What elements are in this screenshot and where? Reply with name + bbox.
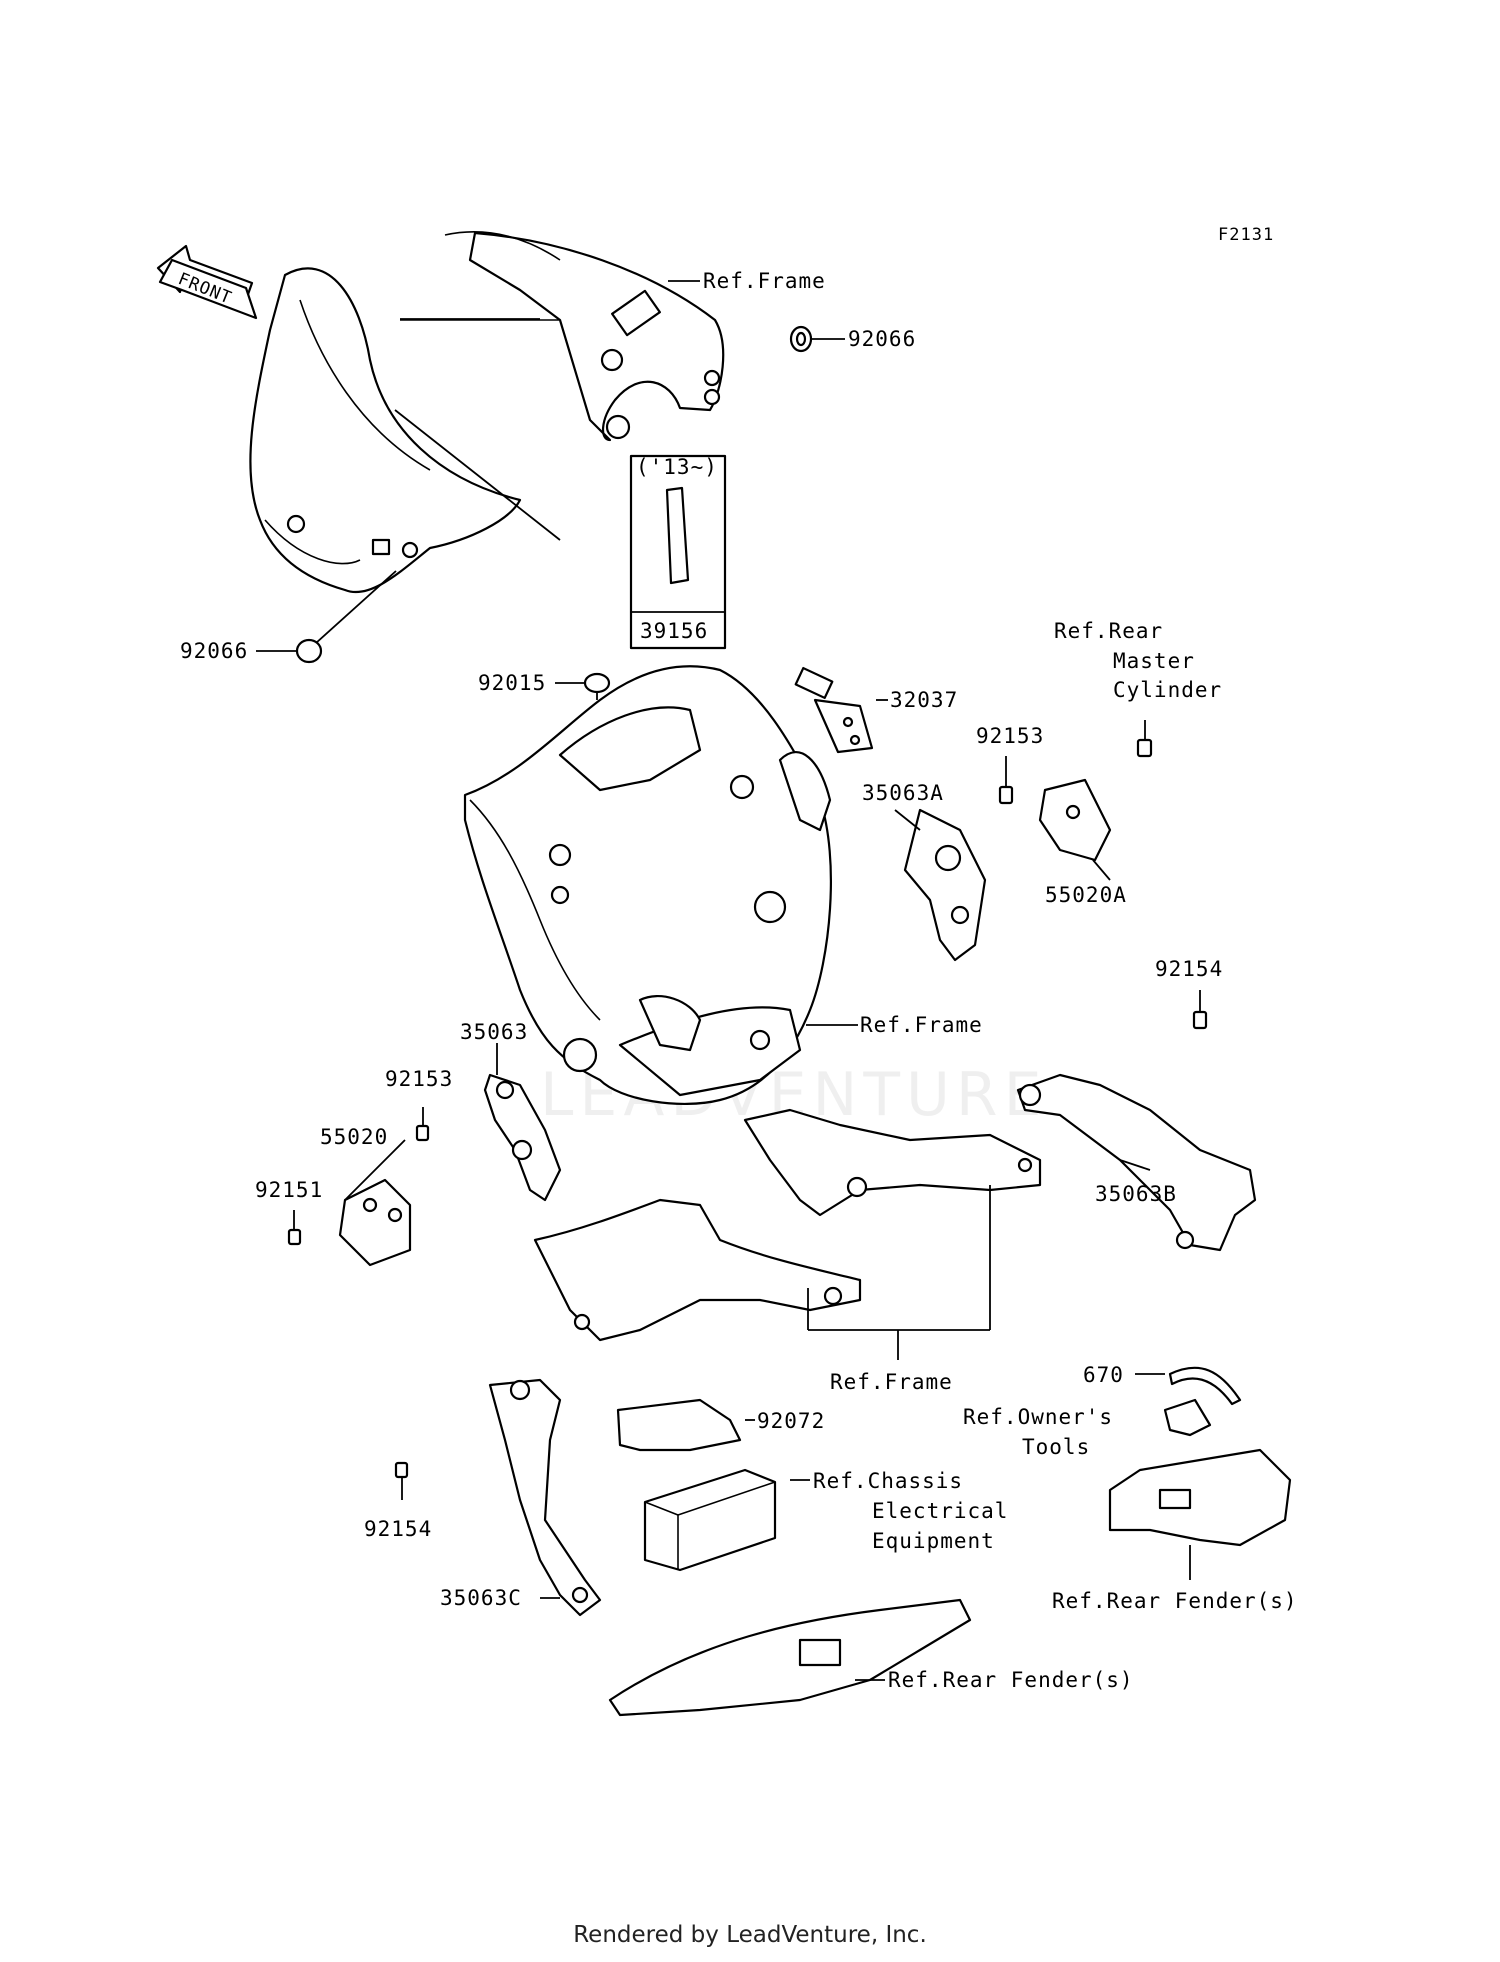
front-arrow-icon: FRONT <box>156 244 258 320</box>
label-92066-left: 92066 <box>180 639 248 663</box>
plate-55020A <box>1038 778 1112 862</box>
lower-frame-drawing <box>533 1198 862 1342</box>
label-ref-rear-master-3: Cylinder <box>1113 678 1222 702</box>
label-ref-rear-master-2: Master <box>1113 649 1195 673</box>
label-92154-left: 92154 <box>364 1517 432 1541</box>
grommet-92066-left <box>295 638 323 664</box>
label-92153-right: 92153 <box>976 724 1044 748</box>
label-ref-chassis-2: Electrical <box>872 1499 1008 1523</box>
bracket-32037 <box>794 666 874 754</box>
plate-55020 <box>338 1178 412 1267</box>
label-92153-left: 92153 <box>385 1067 453 1091</box>
label-55020A: 55020A <box>1045 883 1127 907</box>
leader-lines <box>256 280 1201 1681</box>
bracket-35063B <box>1016 1073 1257 1252</box>
center-frame-piece <box>743 1108 1042 1217</box>
bracket-35063C <box>488 1378 602 1617</box>
front-fairing-drawing <box>249 267 522 594</box>
bolt-92154-right <box>1192 1010 1208 1030</box>
rear-fender-right <box>1108 1448 1292 1547</box>
bolt-92154-left <box>394 1461 409 1479</box>
label-ref-frame-top: Ref.Frame <box>703 269 826 293</box>
bolt-cylinder-top <box>1136 738 1153 758</box>
label-92154-right: 92154 <box>1155 957 1223 981</box>
label-39156: 39156 <box>640 619 708 643</box>
footer-credit: Rendered by LeadVenture, Inc. <box>573 1922 927 1948</box>
label-ref-rear-master-1: Ref.Rear <box>1054 619 1163 643</box>
label-92072: 92072 <box>757 1409 825 1433</box>
label-32037: 32037 <box>890 688 958 712</box>
bracket-35063A <box>903 808 987 962</box>
label-35063B: 35063B <box>1095 1182 1177 1206</box>
cover-92072 <box>616 1398 742 1452</box>
label-35063C: 35063C <box>440 1586 522 1610</box>
diagram-code: F2131 <box>1218 225 1274 245</box>
main-frame-drawing <box>463 665 832 1106</box>
label-ref-owners-2: Tools <box>1022 1435 1090 1459</box>
label-ref-rear-fender-right: Ref.Rear Fender(s) <box>1052 1589 1298 1613</box>
label-ref-owners-1: Ref.Owner's <box>963 1405 1113 1429</box>
label-35063: 35063 <box>460 1020 528 1044</box>
label-35063A: 35063A <box>862 781 944 805</box>
label-year-note: ('13~) <box>636 455 718 479</box>
battery-drawing <box>643 1468 777 1572</box>
label-92151: 92151 <box>255 1178 323 1202</box>
part-labels: Ref.Frame 92066 ('13~) 39156 92066 92015… <box>180 269 1298 1692</box>
label-ref-frame-mid: Ref.Frame <box>860 1013 983 1037</box>
bolt-92151 <box>287 1228 302 1246</box>
bracket-35063 <box>483 1073 562 1202</box>
label-ref-chassis-3: Equipment <box>872 1529 995 1553</box>
bolt-92153-right <box>998 785 1014 805</box>
label-92015: 92015 <box>478 671 546 695</box>
label-670: 670 <box>1083 1363 1124 1387</box>
strap-670 <box>1168 1366 1242 1406</box>
upper-frame-drawing <box>400 231 725 442</box>
rear-fender-lower <box>608 1598 972 1717</box>
label-92066-top: 92066 <box>848 327 916 351</box>
label-ref-frame-bottom: Ref.Frame <box>830 1370 953 1394</box>
grommet-92066-top <box>789 325 813 353</box>
label-ref-rear-fender-bottom: Ref.Rear Fender(s) <box>888 1668 1134 1692</box>
bolt-92153-left <box>415 1124 430 1142</box>
label-55020: 55020 <box>320 1125 388 1149</box>
label-39156-box <box>629 454 727 650</box>
owners-tools-pouch <box>1163 1398 1212 1437</box>
label-ref-chassis-1: Ref.Chassis <box>813 1469 963 1493</box>
